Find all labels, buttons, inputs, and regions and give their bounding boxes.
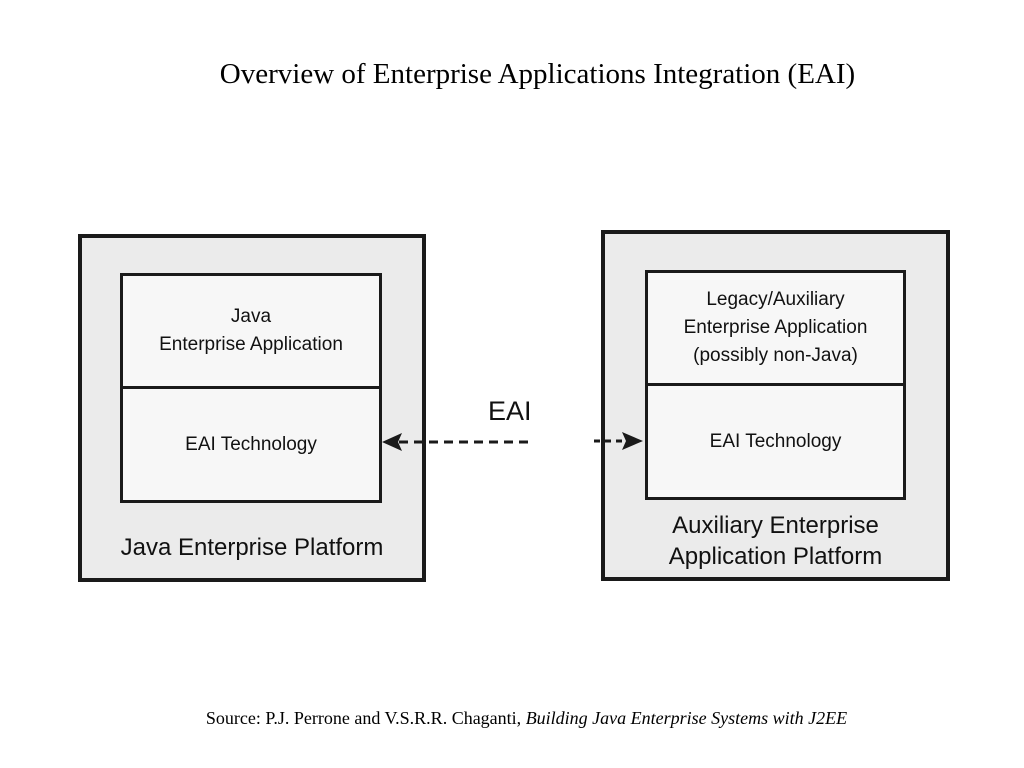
source-prefix: Source: P.J. Perrone and V.S.R.R. Chagan… (205, 708, 526, 728)
eai-connector-label: EAI (488, 396, 532, 426)
app-line: (possibly non-Java) (693, 345, 858, 366)
app-line: Enterprise Application (159, 334, 343, 355)
source-citation: Source: P.J. Perrone and V.S.R.R. Chagan… (0, 708, 1024, 729)
auxiliary-platform-label: Auxiliary Enterprise Application Platfor… (605, 510, 946, 572)
right-eai-technology-box: EAI Technology (709, 430, 842, 452)
java-application-stack: Java Enterprise Application EAI Technolo… (120, 273, 382, 503)
left-arrowhead-icon (382, 433, 402, 451)
legacy-application-stack: Legacy/Auxiliary Enterprise Application … (645, 270, 906, 500)
auxiliary-enterprise-platform: Legacy/Auxiliary Enterprise Application … (601, 230, 950, 581)
java-enterprise-platform: Java Enterprise Application EAI Technolo… (78, 234, 426, 582)
platform-label-line: Auxiliary Enterprise (672, 512, 879, 539)
slide-title: Overview of Enterprise Applications Inte… (219, 58, 856, 90)
left-eai-technology-box: EAI Technology (185, 433, 317, 455)
source-book-title: Building Java Enterprise Systems with J2… (525, 708, 848, 728)
legacy-enterprise-application-box: Legacy/Auxiliary Enterprise Application … (648, 273, 903, 386)
app-line: Enterprise Application (683, 317, 868, 338)
app-line: Legacy/Auxiliary (706, 289, 845, 310)
right-arrowhead-icon (622, 432, 643, 450)
platform-label-line: Application Platform (668, 543, 883, 570)
java-enterprise-platform-label: Java Enterprise Platform (120, 534, 384, 561)
java-enterprise-application-box: Java Enterprise Application (123, 276, 379, 389)
app-line: Java (230, 306, 272, 327)
